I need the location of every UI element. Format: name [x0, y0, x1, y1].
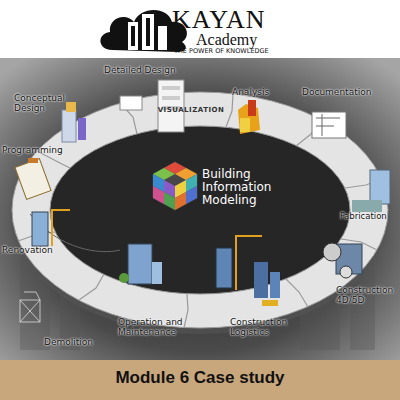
- lifecycle-ring: [10, 92, 390, 334]
- background: [0, 58, 400, 360]
- bim-cube: [153, 162, 197, 210]
- caption: Module 6 Case study: [0, 369, 400, 388]
- stage-label: Construction Logistics: [230, 318, 310, 338]
- stage-label: Construction 4D/5D: [336, 286, 400, 306]
- stage-label: Programming: [2, 146, 82, 156]
- stage-illustrations: [15, 80, 390, 322]
- stage-label: Detailed Design: [104, 66, 194, 76]
- brand-name: KAYAN: [172, 6, 312, 35]
- ring-label: VISUALIZATION: [146, 107, 236, 115]
- stage-label: Fabrication: [340, 212, 400, 221]
- stage-label: Demolition: [44, 338, 114, 348]
- stage-label: Operation and Maintenance: [118, 318, 202, 338]
- stage-label: Analysis: [232, 88, 292, 98]
- caption-band: [0, 360, 400, 400]
- stage-label: Renovation: [2, 246, 64, 256]
- brand-tagline: THE POWER OF KNOWLEDGE: [174, 48, 314, 55]
- center-label: Building Information Modeling: [202, 168, 312, 208]
- brand-subtitle: Academy: [196, 31, 296, 49]
- stage-label: Documentation: [302, 88, 392, 98]
- header-band: [0, 0, 400, 58]
- stage-label: Conceptual Design: [14, 94, 74, 114]
